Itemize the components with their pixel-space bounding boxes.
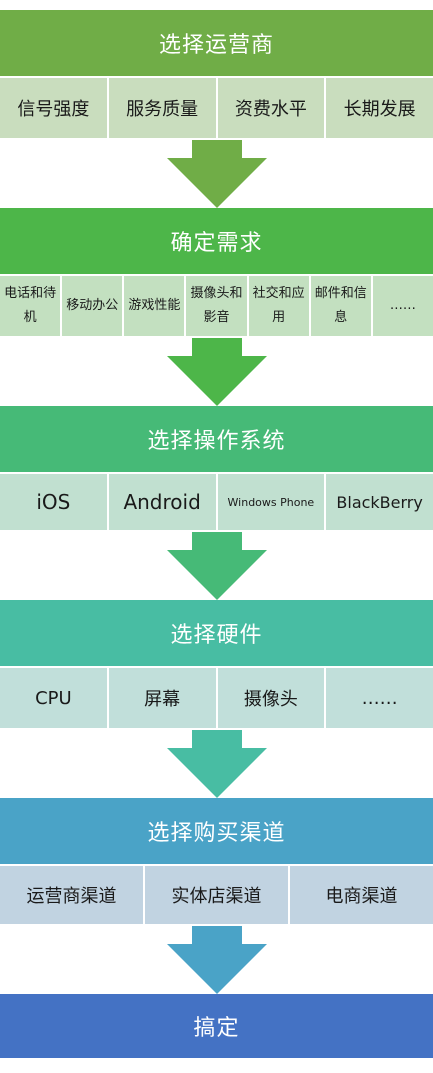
step-5-header: 选择购买渠道 <box>0 798 433 864</box>
item-service-quality: 服务质量 <box>106 78 216 138</box>
down-arrow-3 <box>167 532 267 600</box>
item-gaming-performance: 游戏性能 <box>122 276 185 336</box>
item-blackberry: BlackBerry <box>324 474 433 530</box>
step-2-items: 电话和待机 移动办公 游戏性能 摄像头和影音 社交和应用 邮件和信息 …… <box>0 276 433 336</box>
item-retail-store-channel: 实体店渠道 <box>143 866 288 924</box>
step-2-header: 确定需求 <box>0 208 433 274</box>
step-5-title: 选择购买渠道 <box>147 821 286 846</box>
item-screen: 屏幕 <box>106 668 216 728</box>
item-ecommerce-channel: 电商渠道 <box>288 866 433 924</box>
down-arrow-5 <box>167 926 267 994</box>
step-6-header: 搞定 <box>0 994 433 1058</box>
item-call-standby: 电话和待机 <box>0 276 61 336</box>
item-more: …… <box>324 668 433 728</box>
item-camera-media: 摄像头和影音 <box>184 276 247 336</box>
step-4-items: CPU 屏幕 摄像头 …… <box>0 668 433 728</box>
down-arrow-1 <box>167 140 267 208</box>
item-social-apps: 社交和应用 <box>246 276 309 336</box>
step-2-title: 确定需求 <box>170 231 263 256</box>
step-3-title: 选择操作系统 <box>147 429 286 454</box>
item-mobile-office: 移动办公 <box>60 276 123 336</box>
step-4-header: 选择硬件 <box>0 600 433 666</box>
down-arrow-2 <box>167 338 267 406</box>
item-android: Android <box>106 474 216 530</box>
step-5-items: 运营商渠道 实体店渠道 电商渠道 <box>0 866 433 924</box>
step-6-title: 搞定 <box>193 1016 240 1041</box>
step-1-header: 选择运营商 <box>0 10 433 76</box>
item-signal-strength: 信号强度 <box>0 78 107 138</box>
item-ios: iOS <box>0 474 107 530</box>
step-3-items: iOS Android Windows Phone BlackBerry <box>0 474 433 530</box>
item-cpu: CPU <box>0 668 107 728</box>
step-4-title: 选择硬件 <box>170 623 263 648</box>
down-arrow-4 <box>167 730 267 798</box>
item-camera: 摄像头 <box>215 668 325 728</box>
step-1-items: 信号强度 服务质量 资费水平 长期发展 <box>0 78 433 138</box>
item-windows-phone: Windows Phone <box>215 474 325 530</box>
item-long-term: 长期发展 <box>324 78 433 138</box>
step-1-title: 选择运营商 <box>158 33 274 58</box>
step-3-header: 选择操作系统 <box>0 406 433 472</box>
item-mail-messages: 邮件和信息 <box>308 276 371 336</box>
item-carrier-channel: 运营商渠道 <box>0 866 143 924</box>
item-more: …… <box>370 276 433 336</box>
item-tariff-level: 资费水平 <box>215 78 325 138</box>
